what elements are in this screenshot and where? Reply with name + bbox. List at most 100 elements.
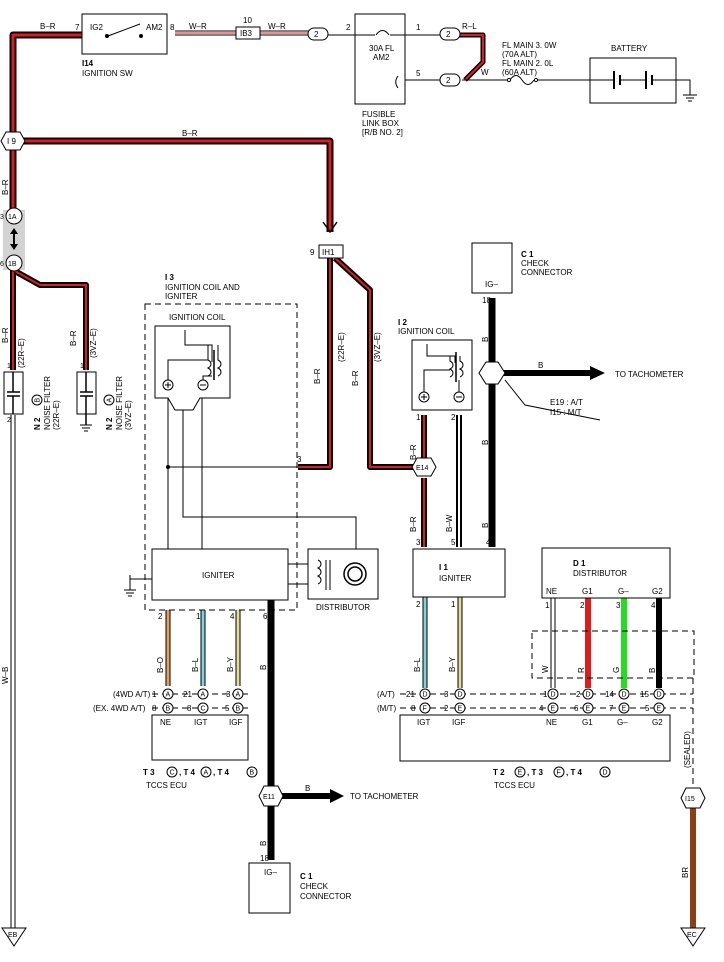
- fuse-box-name-3: [R/B NO. 2]: [362, 128, 403, 137]
- i3-pin-6: 6: [263, 612, 268, 621]
- wire-label-b-l-left: B–L: [191, 657, 200, 672]
- am2-label: AM2: [146, 23, 163, 32]
- fl-main-3: FL MAIN 2. 0L: [502, 59, 554, 68]
- i1-pin3: 3: [416, 538, 421, 547]
- ig-pin-7: 7: [75, 23, 80, 32]
- ground-eb: EB: [1, 927, 27, 947]
- i3-pin-2: 2: [158, 612, 163, 621]
- left-ecu-r1-pin-0: 1: [152, 690, 157, 699]
- ih1-pin: 9: [310, 248, 315, 257]
- i1-pin5: 5: [451, 538, 456, 547]
- wire-label-b-y-right: B–Y: [448, 656, 457, 672]
- fuse-box-name-1: FUSIBLE: [362, 110, 395, 119]
- left-ecu-row1-label: (4WD A/T): [113, 690, 151, 699]
- ignition-switch: IG2 AM2 7 8 I14 IGNITION SW: [75, 13, 175, 78]
- wire-label-b-y-left: B–Y: [226, 656, 235, 672]
- junction-1a: 1A 3: [0, 207, 23, 225]
- c1-bottom-code: C 1: [300, 872, 313, 881]
- right-ecu-r1-pin-0: 21: [406, 690, 415, 699]
- right-ecu-r1-pin-5: 15: [640, 690, 649, 699]
- c1-top-pin: 18: [482, 296, 491, 305]
- check-connector-bottom: 18 IG– C 1 CHECK CONNECTOR: [248, 854, 352, 914]
- e11-label: E11: [263, 794, 275, 801]
- right-ecu-code-3: , T 4: [566, 768, 583, 777]
- fl-main-fuse: FL MAIN 3. 0W (70A ALT) FL MAIN 2. 0L (6…: [502, 41, 557, 85]
- right-ecu-row2-label: (M/T): [377, 704, 396, 713]
- d1-term-g1: G1: [582, 587, 593, 596]
- ih1-label: IH1: [322, 248, 335, 257]
- junction-i9: I 9: [0, 131, 26, 151]
- junction-e11: E11 B TO TACHOMETER: [258, 784, 419, 807]
- fuse-rating: 30A FL: [369, 44, 395, 53]
- wire-label-b-r-n2b: B–R: [1, 327, 10, 343]
- n2a-pin1: 1: [80, 363, 84, 370]
- right-ecu-r1-badge-4: D: [622, 692, 627, 699]
- i1-pin4: 4: [486, 538, 491, 547]
- connector-2-right-top: 2: [439, 27, 461, 41]
- tach-note2: I15 : M/T: [550, 408, 582, 417]
- right-ecu-r1-pin-3: 2: [576, 690, 581, 699]
- d1-term-gminus: G–: [618, 587, 629, 596]
- wire-label-b-tach-top: B: [538, 361, 543, 370]
- ground-ec: EC: [680, 927, 706, 947]
- junction-1b-label: 1B: [8, 261, 17, 268]
- wire-label-b-c1-bottom: B: [259, 841, 268, 846]
- connector-ib3: 10 IB3: [235, 16, 261, 40]
- right-ecu-term-gminus: G–: [617, 718, 628, 727]
- right-ecu-code-badge-1: E: [518, 770, 523, 777]
- e14-label: E14: [416, 465, 429, 472]
- conn2-left-pin: 2: [314, 30, 319, 39]
- right-ecu-r2-pin-0: 8: [411, 704, 416, 713]
- wire-label-w-top: W: [481, 68, 489, 77]
- c1-top-term: IG–: [485, 280, 498, 289]
- d1-distributor: D 1 DISTRIBUTOR NE G1 G– G2 1 2 3 4: [541, 547, 671, 610]
- left-ecu-code-badge-2: A: [204, 770, 209, 777]
- n2a-sub: (3VZ–E): [124, 400, 133, 430]
- connector-2-left: 2: [307, 27, 329, 41]
- wire-label-b-r-h: B–R: [182, 129, 198, 138]
- wire-label-b-l-right: B–L: [413, 657, 422, 672]
- fl-main-4: (60A ALT): [502, 68, 537, 77]
- right-ecu-r2-badge-5: E: [657, 706, 662, 713]
- right-ecu-r1-badge-1: D: [458, 692, 463, 699]
- ground-eb-label: EB: [8, 932, 18, 939]
- right-ecu-code-badge-3: D: [603, 770, 608, 777]
- tach-label-bottom: TO TACHOMETER: [350, 792, 419, 801]
- wire-label-b-r-ih1-1: B–R: [313, 368, 322, 384]
- junction-1b-pin: 6: [0, 261, 4, 268]
- n2b-pin1: 1: [7, 363, 11, 370]
- right-ecu-term-g2: G2: [652, 718, 663, 727]
- ig2-label: IG2: [90, 23, 103, 32]
- left-ecu-code-3: , T 4: [213, 768, 230, 777]
- n2b-sub: (22R–E): [52, 400, 61, 430]
- i1-igniter: I 1 IGNITER 3 5 4 2 1: [412, 538, 506, 609]
- wire-label-b-d1: B: [648, 668, 657, 673]
- n2b-code: N 2: [33, 417, 42, 430]
- wire-label-22re-n2b: (22R–E): [17, 338, 26, 368]
- i1-pin2: 2: [416, 600, 421, 609]
- right-ecu-r1-badge-2: D: [551, 692, 556, 699]
- right-ecu-r1-badge-0: D: [423, 692, 428, 699]
- wire-b-r-left: [9, 31, 82, 255]
- n2b-pin2: 2: [7, 417, 11, 424]
- i2-name: IGNITION COIL: [398, 327, 455, 336]
- i2-code: I 2: [398, 318, 407, 327]
- left-ecu-r2-pin-1: 8: [187, 704, 192, 713]
- d1-pin2: 2: [580, 601, 585, 610]
- d1-pin1: 1: [545, 601, 550, 610]
- d1-name: DISTRIBUTOR: [573, 569, 627, 578]
- junction-1b: 1B 6: [0, 254, 23, 272]
- i2-pin2: 2: [451, 413, 456, 422]
- right-ecu-code-1: T 2: [493, 768, 505, 777]
- i9-label: I 9: [7, 137, 16, 146]
- left-ecu-r1-badge-2: A: [236, 692, 241, 699]
- n2b-badge: B: [35, 398, 42, 403]
- wire-label-b-r-i1: B–R: [409, 516, 418, 532]
- right-ecu-code-badge-2: F: [557, 770, 561, 777]
- c1-bottom-name2: CONNECTOR: [300, 892, 352, 901]
- wire-label-b-r-v1: B–R: [1, 179, 10, 195]
- right-ecu-r2-badge-4: E: [622, 706, 627, 713]
- fuse-pin-out-5: 5: [416, 69, 421, 78]
- left-ecu-r2-pin-2: 5: [225, 704, 230, 713]
